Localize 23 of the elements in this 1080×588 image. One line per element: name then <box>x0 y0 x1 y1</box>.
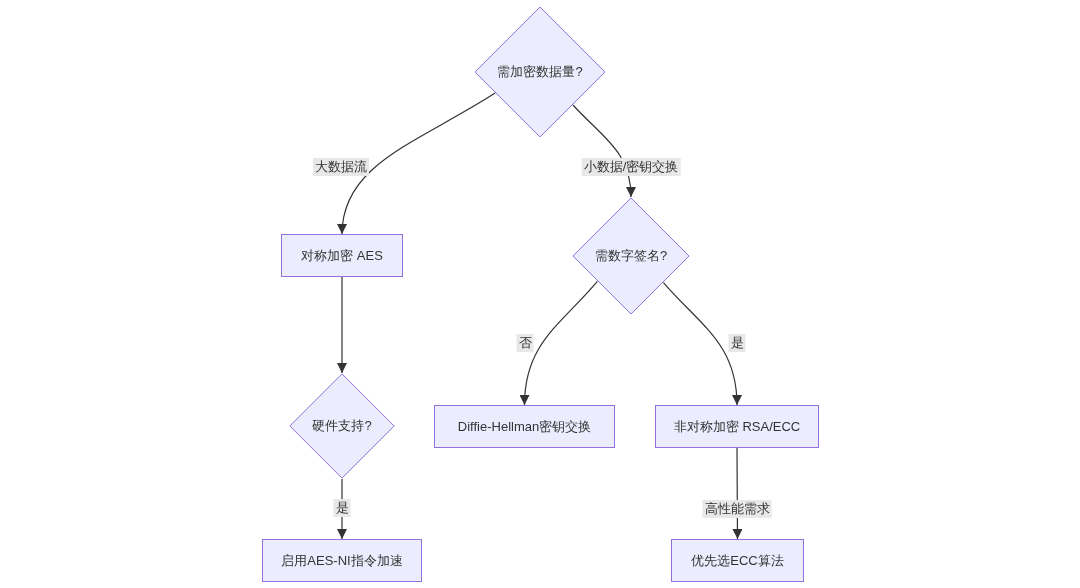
decision-label: 需数字签名? <box>594 247 668 265</box>
box-label: 非对称加密 RSA/ECC <box>673 417 801 436</box>
edge-label: 否 <box>516 334 534 352</box>
process-box <box>262 539 422 582</box>
box-label: 优先选ECC算法 <box>691 551 784 570</box>
edge-label: 大数据流 <box>313 158 369 176</box>
edge-label: 高性能需求 <box>702 500 772 518</box>
process-box <box>671 539 804 582</box>
decision-label: 硬件支持? <box>312 417 372 435</box>
edge-label: 是 <box>333 499 351 517</box>
arrow <box>337 276 347 374</box>
process-box <box>281 234 403 277</box>
edge-label: 是 <box>728 334 746 352</box>
box-label: 启用AES-NI指令加速 <box>281 551 403 570</box>
arrow <box>662 281 742 406</box>
decision-label: 需加密数据量? <box>497 63 583 81</box>
process-box <box>655 405 819 448</box>
arrow <box>520 280 598 406</box>
edge-label: 小数据/密钥交换 <box>581 158 681 176</box>
box-label: 对称加密 AES <box>301 246 383 265</box>
process-box <box>434 405 615 448</box>
arrow <box>337 92 496 235</box>
box-label: Diffie-Hellman密钥交换 <box>457 417 592 436</box>
